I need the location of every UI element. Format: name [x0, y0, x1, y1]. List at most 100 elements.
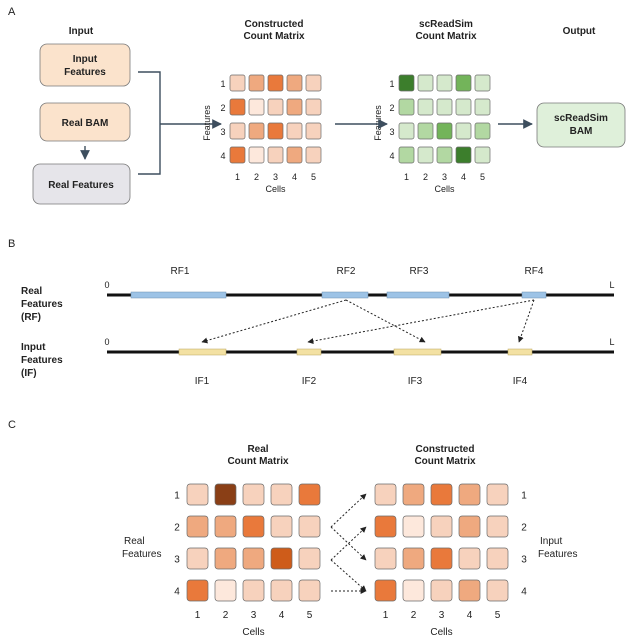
screadsim-col-label-5: 5: [480, 172, 485, 182]
constructed-c-cell-r4-c2: [402, 579, 425, 602]
constructed-c-col-label-4: 4: [467, 610, 473, 621]
real-features-label: Real Features: [48, 180, 114, 191]
constructed-a-cell-r2-c2: [248, 98, 265, 116]
real-c-cell-r3-c3: [242, 547, 265, 570]
constructed-c-col-label-3: 3: [439, 610, 445, 621]
real-c-cell-r1-c5: [298, 483, 321, 506]
constructed-a-cell-r1-c2: [248, 74, 265, 92]
constructed-a-cell-r3-c4: [286, 122, 303, 140]
screadsim-cell-r2-c4: [455, 98, 472, 116]
constructed-c-cell-r3-c1: [374, 547, 397, 570]
constructed-a-cell-r4-c3: [267, 146, 284, 164]
screadsim-cell-r1-c5: [474, 74, 491, 92]
constructed-a-row-label-2: 2: [220, 103, 225, 113]
constructed-c-cell-r4-c5: [486, 579, 509, 602]
real-c-row-label-4: 4: [174, 587, 180, 598]
rf2-segment: [321, 291, 369, 299]
constructed-c-cell-r2-c2: [402, 515, 425, 538]
input-title: Input: [69, 26, 94, 37]
constructed-a-cell-r1-c3: [267, 74, 284, 92]
if2-name: IF2: [302, 376, 317, 387]
rf4-to-if4-arrow: [517, 299, 535, 343]
rf4-to-if2-arrow: [307, 299, 535, 344]
constructed-c-row-label-2: 2: [521, 523, 527, 534]
real-c-col-label-5: 5: [307, 610, 313, 621]
constructed-a-row-label-3: 3: [220, 127, 225, 137]
rf2-name: RF2: [337, 266, 356, 277]
screadsim-cell-r3-c3: [436, 122, 453, 140]
constructed-a-cell-r1-c5: [305, 74, 322, 92]
constructed-a-cell-r3-c3: [267, 122, 284, 140]
rf3-segment: [386, 291, 450, 299]
rf-start: 0: [104, 280, 109, 290]
real-c-cell-r2-c1: [186, 515, 209, 538]
real-c-cell-r4-c2: [214, 579, 237, 602]
real-c-cell-r2-c5: [298, 515, 321, 538]
if-end: L: [609, 337, 614, 347]
real-c-col-label-1: 1: [195, 610, 201, 621]
real-bam-box: [39, 102, 131, 142]
constructed-a-cell-r3-c5: [305, 122, 322, 140]
screadsim-cell-r3-c5: [474, 122, 491, 140]
constructed-a-col-label-2: 2: [254, 172, 259, 182]
constructed-c-col-label-1: 1: [383, 610, 389, 621]
real-c-col-label-2: 2: [223, 610, 229, 621]
constructed-c-cell-r2-c5: [486, 515, 509, 538]
constructed-a-cell-r3-c2: [248, 122, 265, 140]
screadsim-cell-r1-c4: [455, 74, 472, 92]
constructed-a-cell-r4-c4: [286, 146, 303, 164]
panel-a-label: A: [8, 6, 16, 18]
if3-segment: [393, 348, 442, 356]
screadsim-col-label-2: 2: [423, 172, 428, 182]
screadsim-cell-r2-c1: [398, 98, 415, 116]
constructed-a-col-label-3: 3: [273, 172, 278, 182]
constructed-c-cell-r1-c3: [430, 483, 453, 506]
real-features-box: [32, 163, 131, 205]
screadsim-row-label-1: 1: [389, 79, 394, 89]
input-features-box: [39, 43, 131, 87]
constructed-a-row-label-4: 4: [220, 151, 225, 161]
constructed-a-cell-r4-c1: [229, 146, 246, 164]
constructed-c-row-label-4: 4: [521, 587, 527, 598]
constructed-c-cell-r1-c4: [458, 483, 481, 506]
constructed-a-cell-r2-c1: [229, 98, 246, 116]
constructed-c-cell-r1-c2: [402, 483, 425, 506]
if4-segment: [507, 348, 533, 356]
constructed-a-cell-r2-c3: [267, 98, 284, 116]
screadsim-col-label-4: 4: [461, 172, 466, 182]
real-c-row-label-1: 1: [174, 491, 180, 502]
screadsim-cell-r4-c3: [436, 146, 453, 164]
real-c-cell-r1-c1: [186, 483, 209, 506]
constructed-c-cell-r3-c2: [402, 547, 425, 570]
if3-name: IF3: [408, 376, 423, 387]
if-start: 0: [104, 337, 109, 347]
constructed-c-col-label-2: 2: [411, 610, 417, 621]
real-c-cell-r4-c1: [186, 579, 209, 602]
real-c-row-label-2: 2: [174, 523, 180, 534]
constructed-a-col-label-5: 5: [311, 172, 316, 182]
screadsim-cell-r2-c3: [436, 98, 453, 116]
constructed-c-cell-r3-c5: [486, 547, 509, 570]
screadsim-cell-r3-c2: [417, 122, 434, 140]
screadsim-features-axis: Features: [373, 105, 383, 141]
constructed-c-cell-r4-c3: [430, 579, 453, 602]
output-title: Output: [563, 26, 596, 37]
constructed-a-cell-r1-c4: [286, 74, 303, 92]
real-c-cell-r3-c4: [270, 547, 293, 570]
real-c-row-label-3: 3: [174, 555, 180, 566]
panel-c-label: C: [8, 419, 16, 431]
c-row2-to-row1-arrow: [330, 493, 367, 528]
constructed-a-cells-axis: Cells: [265, 184, 286, 194]
constructed-a-cell-r4-c2: [248, 146, 265, 164]
